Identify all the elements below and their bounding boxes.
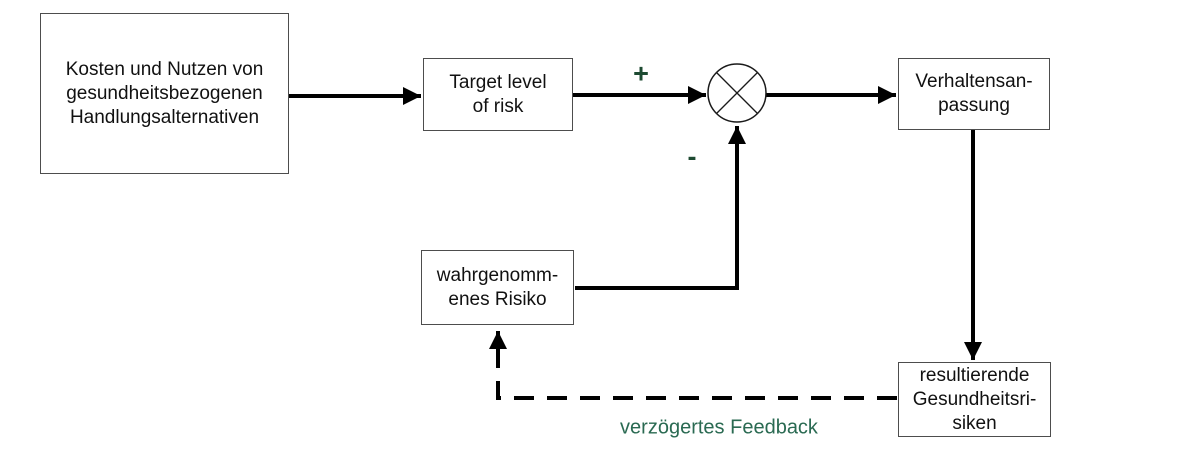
arrow-delayed-feedback-dashed	[489, 331, 897, 400]
box-target-line-1: Target level	[449, 71, 547, 93]
box-costs-line-1: Kosten und Nutzen von	[65, 58, 264, 80]
arrow-perceived-to-junction	[575, 126, 746, 290]
box-costs-line-2: gesundheitsbezogenen	[66, 82, 263, 104]
box-behavior-line-1: Verhaltensan-	[915, 71, 1033, 92]
box-resulting-line-3: siken	[952, 412, 997, 434]
plus-sign-label: +	[633, 58, 649, 89]
box-resulting-line-2: Gesundheitsri-	[912, 388, 1037, 410]
box-resulting-line-1: resultierende	[919, 364, 1030, 386]
box-costs-line-3: Handlungsalternativen	[69, 106, 260, 128]
box-resulting-health-risks: resultierende Gesundheitsri- siken	[898, 362, 1051, 437]
box-target-level-of-risk: Target level of risk	[423, 58, 573, 131]
minus-sign-label: -	[687, 141, 697, 172]
box-perceived-line-1: wahrgenomm-	[436, 264, 559, 286]
box-behavior-line-2: passung	[938, 95, 1010, 116]
box-behavior-adaptation: Verhaltensan- passung	[898, 58, 1050, 130]
delayed-feedback-label: verzögertes Feedback	[620, 416, 818, 439]
box-target-line-2: of risk	[472, 95, 524, 117]
comparator-junction-icon	[707, 63, 767, 123]
box-costs-benefits: Kosten und Nutzen von gesundheitsbezogen…	[40, 13, 289, 174]
box-perceived-risk: wahrgenomm- enes Risiko	[421, 250, 574, 325]
box-perceived-line-2: enes Risiko	[448, 288, 547, 310]
